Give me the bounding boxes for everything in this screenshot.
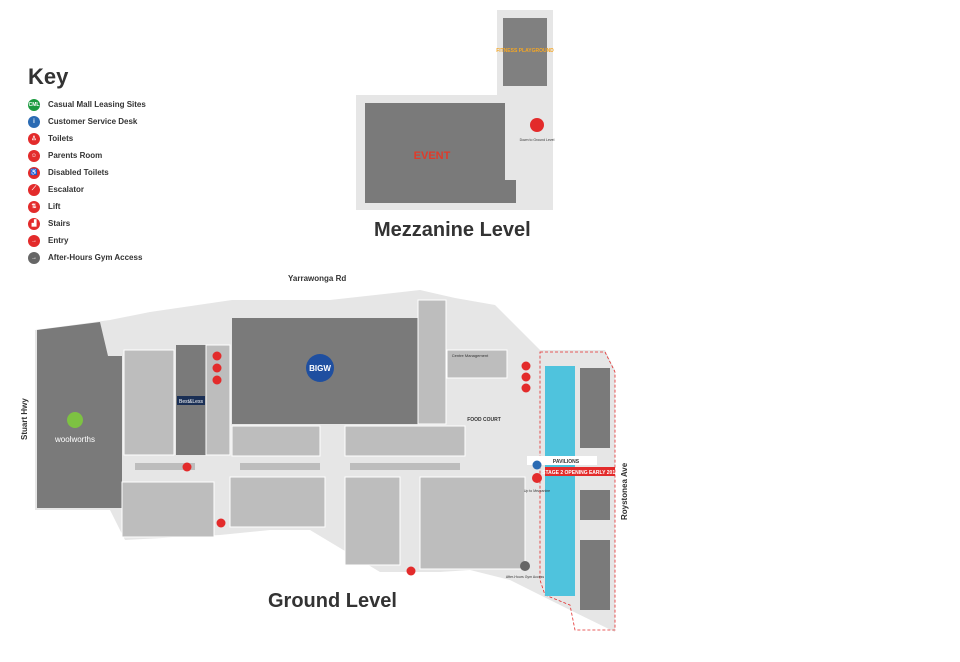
bigw-logo-icon — [306, 354, 334, 382]
event-cinemas-shop[interactable] — [365, 103, 516, 203]
shop-block-south-left[interactable] — [121, 481, 215, 538]
bigw-label: BIGW — [309, 364, 331, 373]
info-icon: i — [28, 115, 40, 128]
key-item-toilets: ♙ Toilets — [28, 130, 146, 147]
toilets-icon: ♙ — [28, 132, 40, 145]
shop-row-foodcourt[interactable] — [344, 425, 466, 457]
shop-mm7[interactable] — [417, 299, 447, 425]
escalator-icon: ⟋ — [28, 183, 40, 196]
escalator-icon[interactable] — [182, 462, 192, 472]
ground-map: woolworths Best&Less BIGW Centre Managem… — [35, 290, 618, 632]
stairs-icon: ▟ — [28, 217, 40, 230]
key-label: Disabled Toilets — [48, 168, 109, 177]
shop-block-left[interactable] — [123, 349, 175, 456]
ground-title: Ground Level — [268, 590, 397, 612]
toilets-icon — [521, 361, 531, 371]
down-label: Down to Ground Level — [520, 138, 555, 142]
key-label: Escalator — [48, 185, 85, 194]
stage2-banner — [545, 467, 615, 476]
key-item-entry: → Entry — [28, 232, 146, 249]
road-east: Roystonea Ave — [620, 462, 629, 520]
cml-icon: CML — [28, 98, 40, 111]
key-item-disabled: ♿ Disabled Toilets — [28, 164, 146, 181]
woolworths-logo-icon — [67, 412, 83, 428]
disabled-toilets-icon — [521, 383, 531, 393]
disabled-toilets-icon — [212, 375, 222, 385]
road-north: Yarrawonga Rd — [288, 274, 347, 283]
key-item-lift: ⇅ Lift — [28, 198, 146, 215]
key-label: Toilets — [48, 134, 74, 143]
key-label: After-Hours Gym Access — [48, 253, 143, 262]
parents-room-icon — [521, 372, 531, 382]
key-label: Lift — [48, 202, 61, 211]
parents-room-icon: ☺ — [28, 149, 40, 162]
kiosk-row-mid[interactable] — [240, 463, 320, 470]
pavilions-banner — [527, 456, 597, 465]
road-west: Stuart Hwy — [20, 398, 29, 440]
up-mezzanine-label: Up to Mezzanine — [524, 489, 550, 493]
pavilions-area — [545, 366, 575, 596]
mezzanine-title: Mezzanine Level — [374, 219, 531, 241]
key-label: Customer Service Desk — [48, 117, 138, 126]
key-item-info: i Customer Service Desk — [28, 113, 146, 130]
key-item-stairs: ▟ Stairs — [28, 215, 146, 232]
shop-row-mid[interactable] — [231, 425, 321, 457]
key-label: Casual Mall Leasing Sites — [48, 100, 146, 109]
key-title: Key — [28, 64, 69, 89]
bestless-logo — [177, 396, 205, 405]
lift-icon — [530, 118, 544, 132]
pavilions-boundary — [539, 351, 616, 631]
pavilion-shop-p2[interactable] — [580, 490, 610, 520]
key-label: Entry — [48, 236, 69, 245]
shop-t6[interactable] — [205, 344, 231, 456]
centre-mgmt-label: Centre Management — [452, 353, 489, 358]
key-label: Stairs — [48, 219, 71, 228]
food-court-label: FOOD COURT — [467, 417, 501, 423]
key-label: Parents Room — [48, 151, 103, 160]
woolworths-label: woolworths — [54, 435, 95, 444]
mezzanine-map: FITNESS PLAYGROUND EVENT Down to Ground … — [356, 10, 555, 210]
fitness-playground-shop[interactable] — [503, 18, 547, 86]
entry-icon[interactable] — [406, 566, 416, 576]
shop-block-south-east[interactable] — [419, 476, 526, 570]
pavilions-label: PAVILIONS — [553, 459, 580, 465]
pavilion-shop-p3[interactable] — [580, 540, 610, 610]
kiosk-row-right[interactable] — [350, 463, 460, 470]
kiosk-row-left[interactable] — [135, 463, 195, 470]
entry-icon[interactable] — [216, 518, 226, 528]
gym-access-icon: → — [28, 251, 40, 264]
info-desk-icon[interactable] — [532, 460, 542, 470]
centre-management[interactable] — [446, 349, 508, 379]
lift-icon: ⇅ — [28, 200, 40, 213]
shop-block-south-right[interactable] — [344, 476, 401, 566]
bestless-label: Best&Less — [179, 399, 203, 405]
lift-icon — [532, 473, 542, 483]
pavilion-shop-p1[interactable] — [580, 368, 610, 448]
event-logo: EVENT — [414, 150, 451, 162]
key-item-cml: CML Casual Mall Leasing Sites — [28, 96, 146, 113]
toilets-icon — [212, 351, 222, 361]
gym-access-icon[interactable] — [520, 561, 530, 571]
stage2-label: STAGE 2 OPENING EARLY 2018 — [542, 470, 618, 476]
key-item-parents: ☺ Parents Room — [28, 147, 146, 164]
parents-room-icon — [212, 363, 222, 373]
key-item-escalator: ⟋ Escalator — [28, 181, 146, 198]
key-item-gym: → After-Hours Gym Access — [28, 249, 146, 266]
gym-access-label: After-Hours Gym Access — [506, 575, 545, 579]
disabled-toilets-icon: ♿ — [28, 166, 40, 179]
entry-icon: → — [28, 234, 40, 247]
key-list: CML Casual Mall Leasing Sites i Customer… — [28, 96, 146, 266]
shop-block-south-mid[interactable] — [229, 476, 326, 528]
fitness-label: FITNESS PLAYGROUND — [496, 48, 554, 54]
